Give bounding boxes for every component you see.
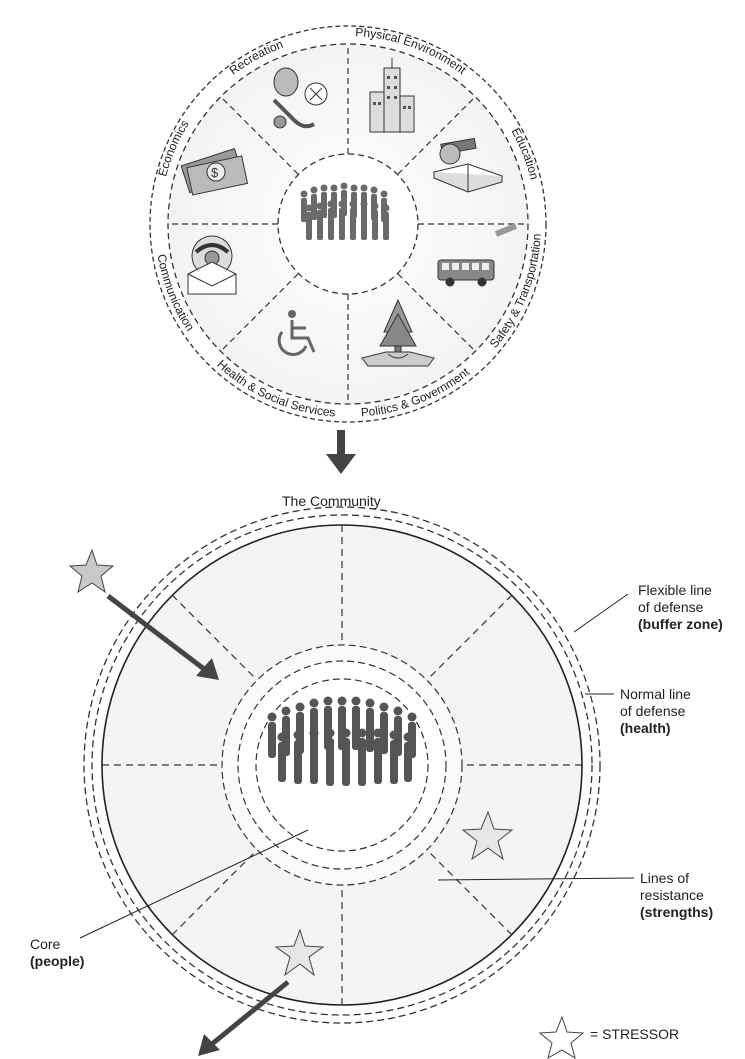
top-wheel: Recreation Physical Environment Educatio…	[150, 25, 546, 422]
normal-line-label-line2: of defense	[620, 703, 691, 720]
core-label: Core (people)	[30, 936, 84, 970]
flexible-line-label-bold: (buffer zone)	[638, 616, 723, 633]
leader-flexible-line	[574, 594, 628, 632]
legend-star-icon	[540, 1017, 583, 1058]
lines-resistance-label-line1: Lines of	[640, 870, 713, 887]
lines-resistance-label-bold: (strengths)	[640, 904, 713, 921]
telephone-icon	[188, 236, 236, 294]
top-wheel-center-circle	[278, 154, 418, 294]
flexible-line-label-line2: of defense	[638, 599, 723, 616]
core-label-line1: Core	[30, 936, 84, 953]
stressor-arrow-outbound	[212, 982, 288, 1044]
stressor-star-top-left	[70, 550, 113, 592]
legend-stressor-text: = STRESSOR	[590, 1026, 679, 1043]
core-label-bold: (people)	[30, 953, 84, 970]
community-diagram	[70, 507, 634, 1058]
svg-text:$: $	[211, 165, 219, 180]
down-arrow	[326, 430, 356, 474]
lines-resistance-label-line2: resistance	[640, 887, 713, 904]
flexible-line-label-line1: Flexible line	[638, 582, 723, 599]
lines-resistance-label: Lines of resistance (strengths)	[640, 870, 713, 921]
normal-line-label: Normal line of defense (health)	[620, 686, 691, 737]
normal-line-label-line1: Normal line	[620, 686, 691, 703]
community-title: The Community	[282, 493, 381, 509]
flexible-line-label: Flexible line of defense (buffer zone)	[638, 582, 723, 633]
normal-line-label-bold: (health)	[620, 720, 691, 737]
